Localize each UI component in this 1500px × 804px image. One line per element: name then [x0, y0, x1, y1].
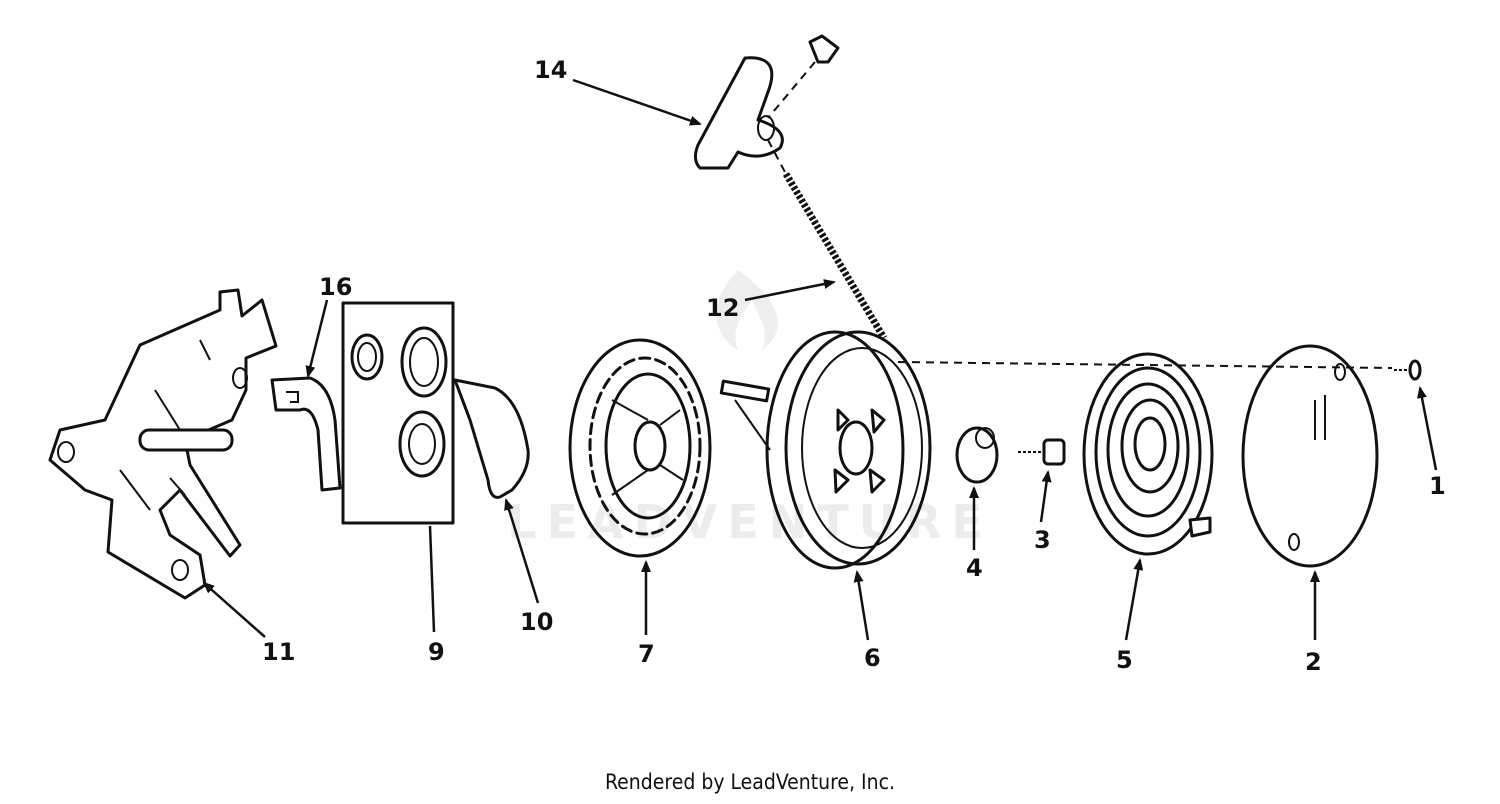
part-1-screw — [1394, 359, 1422, 381]
part-3-bolt — [1018, 438, 1066, 466]
part-16-clip — [270, 376, 342, 492]
alignment-line — [897, 361, 1393, 369]
footer-credit: Rendered by LeadVenture, Inc. — [605, 770, 895, 794]
part-11-bracket — [48, 288, 278, 600]
part-14-handle — [693, 34, 840, 175]
callout-1: 1 — [1429, 472, 1446, 500]
callout-7: 7 — [638, 640, 655, 668]
leader-lines — [202, 78, 1438, 641]
callout-11: 11 — [262, 638, 295, 666]
callout-6: 6 — [864, 644, 881, 672]
callout-9: 9 — [428, 638, 445, 666]
part-12-rope — [782, 172, 888, 340]
part-7-gear — [568, 338, 712, 558]
callout-10: 10 — [520, 608, 553, 636]
callout-5: 5 — [1116, 646, 1133, 674]
part-10-spring — [453, 378, 530, 499]
callout-2: 2 — [1305, 648, 1322, 676]
part-2-cover — [1241, 344, 1379, 568]
part-5-spring — [1082, 352, 1214, 556]
callout-3: 3 — [1034, 526, 1051, 554]
callout-14: 14 — [534, 56, 567, 84]
part-4-cam — [955, 426, 999, 484]
callout-4: 4 — [966, 554, 983, 582]
part-6-pulley — [719, 330, 932, 570]
callouts: 1 2 3 4 5 6 7 9 10 11 12 14 16 — [262, 56, 1446, 676]
callout-16: 16 — [319, 273, 352, 301]
callout-12: 12 — [706, 294, 739, 322]
part-9-seal-kit — [341, 301, 455, 525]
